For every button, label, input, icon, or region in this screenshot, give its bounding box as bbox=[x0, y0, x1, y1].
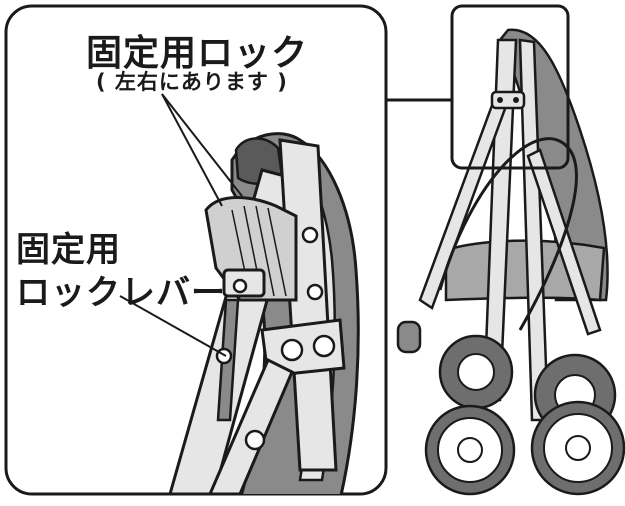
highlight-box bbox=[450, 4, 570, 170]
lock-lever-label-line2: ロックレバー bbox=[16, 273, 226, 313]
stroller-rear-tube bbox=[526, 148, 602, 336]
handle-loop bbox=[438, 137, 578, 331]
lever-pivot bbox=[232, 278, 248, 294]
frame-hole bbox=[301, 226, 319, 244]
handle-grip bbox=[396, 320, 422, 354]
detail-callout bbox=[4, 4, 388, 496]
rear-wheel-front bbox=[530, 400, 625, 496]
leader-line-lever bbox=[119, 295, 227, 357]
lock-lever-label-line1: 固定用 bbox=[16, 230, 121, 270]
rear-bolt bbox=[244, 429, 266, 451]
rear-frame bbox=[207, 357, 294, 494]
fixing-lock-label: 固定用ロック bbox=[86, 33, 309, 74]
folded-stroller bbox=[396, 4, 625, 496]
stroller-hinge bbox=[490, 90, 526, 110]
frame-hole bbox=[306, 283, 324, 301]
leader-line-lock bbox=[161, 93, 243, 197]
leader-line-lock bbox=[161, 93, 223, 207]
hinge-bolt bbox=[312, 334, 336, 358]
front-wheel bbox=[424, 404, 516, 496]
front-wheel-back bbox=[438, 334, 514, 410]
hinge-bolt bbox=[280, 338, 304, 362]
fixing-lock-note: ( 左右にあります ) bbox=[96, 70, 288, 94]
